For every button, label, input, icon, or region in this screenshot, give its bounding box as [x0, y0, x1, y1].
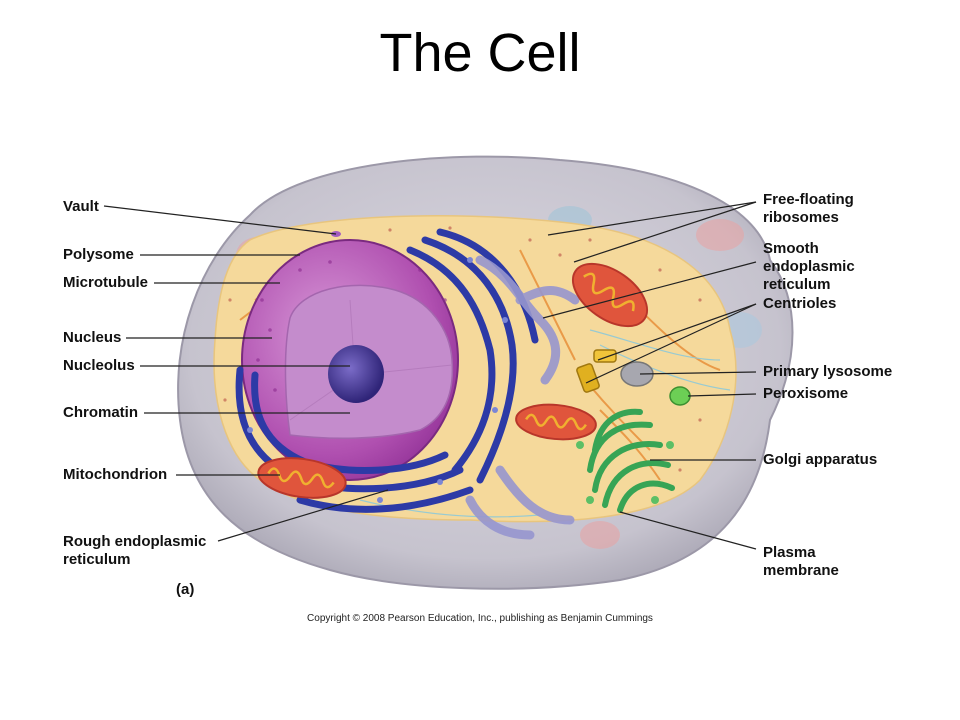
- label-primary-lysosome: Primary lysosome: [763, 363, 893, 380]
- page-title: The Cell: [379, 23, 581, 83]
- panel-label: (a): [176, 581, 195, 598]
- label-rough-er: Rough endoplasmic reticulum: [63, 533, 207, 568]
- label-chromatin: Chromatin: [63, 404, 138, 421]
- label-smooth-er: Smooth endoplasmic reticulum: [763, 240, 855, 293]
- golgi-vesicles: [576, 441, 674, 504]
- label-free-ribosomes: Free-floating ribosomes: [763, 191, 854, 226]
- leader-lines-right: [542, 201, 757, 550]
- nucleolus: [328, 345, 384, 403]
- nucleus: [241, 239, 459, 481]
- label-golgi: Golgi apparatus: [763, 451, 878, 468]
- chromatin-dots: [256, 260, 447, 392]
- label-peroxisome: Peroxisome: [763, 385, 849, 402]
- golgi-shape: [587, 408, 675, 513]
- label-nucleus: Nucleus: [63, 329, 122, 346]
- copyright-text: Copyright © 2008 Pearson Education, Inc.…: [307, 613, 653, 624]
- label-nucleolus: Nucleolus: [63, 357, 135, 374]
- label-polysome: Polysome: [63, 246, 134, 263]
- leader-lines-left: [103, 205, 389, 542]
- label-mitochondrion: Mitochondrion: [63, 466, 168, 483]
- label-vault: Vault: [63, 198, 99, 215]
- peroxisome-shape: [669, 386, 691, 406]
- mitochondria: [257, 262, 649, 499]
- ribosome-dots: [223, 226, 702, 472]
- label-plasma-membrane: Plasma membrane: [763, 544, 839, 579]
- label-centrioles: Centrioles: [763, 295, 837, 312]
- label-microtubule: Microtubule: [63, 274, 148, 291]
- smooth-er-shape: [465, 255, 580, 540]
